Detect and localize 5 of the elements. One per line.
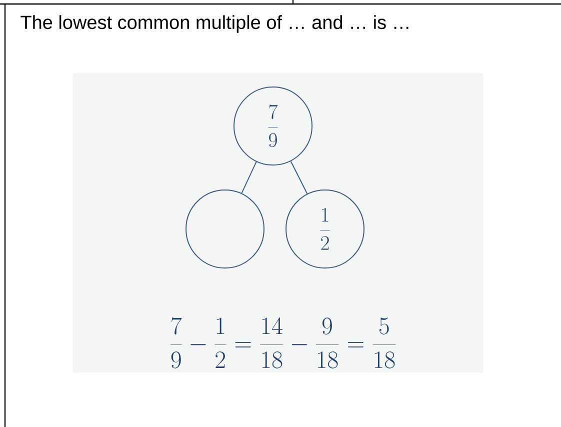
heading: The lowest common multiple of … and … is … bbox=[20, 15, 408, 33]
connector-line bbox=[290, 160, 308, 194]
empty-circle bbox=[186, 190, 264, 268]
equation: $\frac{7}{9} - \frac{1}{2} = \frac{14}{18} - \frac{9}{18} = \frac{5}{18}$ bbox=[170, 317, 396, 368]
connector-line bbox=[241, 161, 257, 194]
